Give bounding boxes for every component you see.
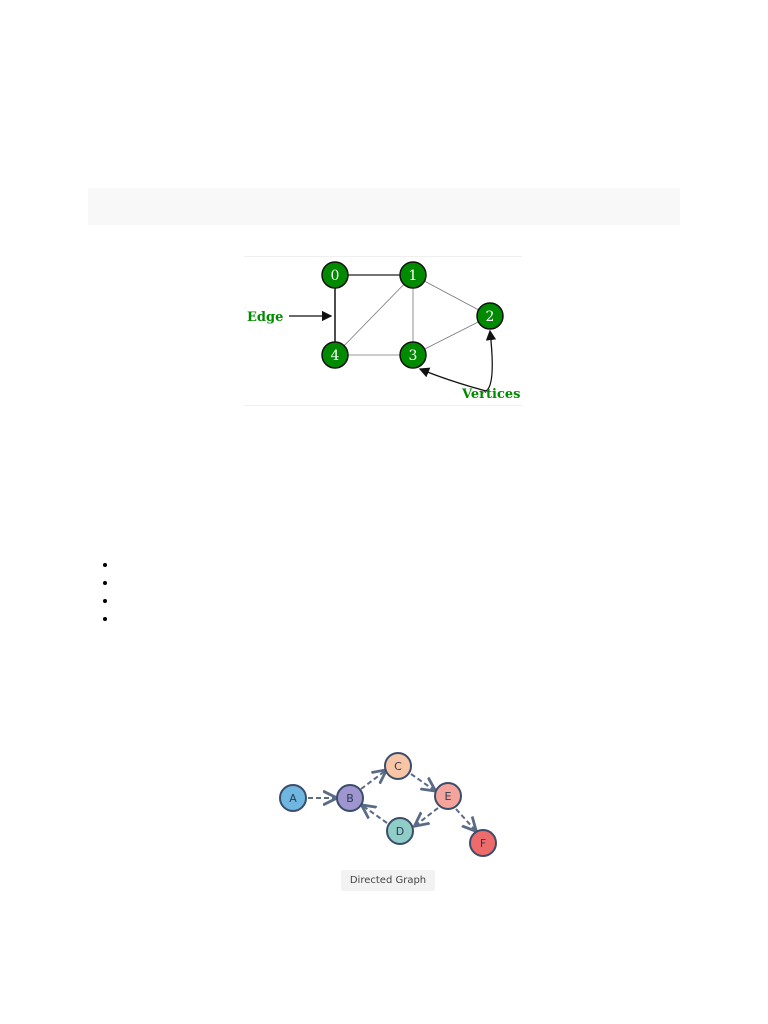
vertex-3: 3	[399, 341, 427, 369]
node-B-label: B	[346, 792, 354, 805]
node-F-label: F	[480, 837, 486, 850]
node-A-label: A	[289, 792, 297, 805]
edge-1-2	[412, 274, 491, 317]
vertex-3-label: 3	[409, 348, 418, 364]
node-D: D	[386, 817, 414, 845]
vertex-1: 1	[399, 261, 427, 289]
node-B: B	[336, 784, 364, 812]
node-C: C	[384, 752, 412, 780]
node-F: F	[469, 829, 497, 857]
edge-B-C	[360, 771, 385, 790]
vertex-1-label: 1	[409, 268, 418, 284]
undirected-graph-figure: 0 1 2 3 4 Edge Vertices	[244, 256, 522, 406]
directed-graph-svg: A B C D E F	[279, 752, 497, 857]
edge-E-F	[455, 808, 475, 830]
node-E: E	[434, 782, 462, 810]
vertex-4-label: 4	[331, 348, 340, 364]
node-C-label: C	[394, 760, 402, 773]
vertex-2: 2	[476, 302, 504, 330]
bullet-list	[100, 556, 118, 628]
code-block	[88, 188, 680, 225]
edge-D-B	[363, 806, 388, 824]
directed-graph-figure: A B C D E F	[270, 745, 506, 863]
vertex-2-label: 2	[486, 309, 495, 325]
vertices-pointer-arrow-2	[418, 367, 487, 392]
vertex-0-label: 0	[331, 268, 340, 284]
node-E-label: E	[445, 790, 452, 803]
figure-caption: Directed Graph	[341, 870, 435, 891]
edge-1-4	[334, 274, 414, 356]
vertices-annotation: Vertices	[461, 387, 520, 402]
undirected-graph-svg: 0 1 2 3 4 Edge Vertices	[247, 261, 520, 402]
edge-C-E	[410, 773, 434, 790]
node-D-label: D	[396, 825, 404, 838]
edge-E-D	[416, 807, 439, 825]
vertex-4: 4	[321, 341, 349, 369]
node-A: A	[279, 784, 307, 812]
edge-annotation: Edge	[247, 310, 283, 325]
edge-3-2	[412, 315, 491, 356]
vertex-0: 0	[321, 261, 349, 289]
vertices-pointer-arrow	[485, 329, 497, 392]
